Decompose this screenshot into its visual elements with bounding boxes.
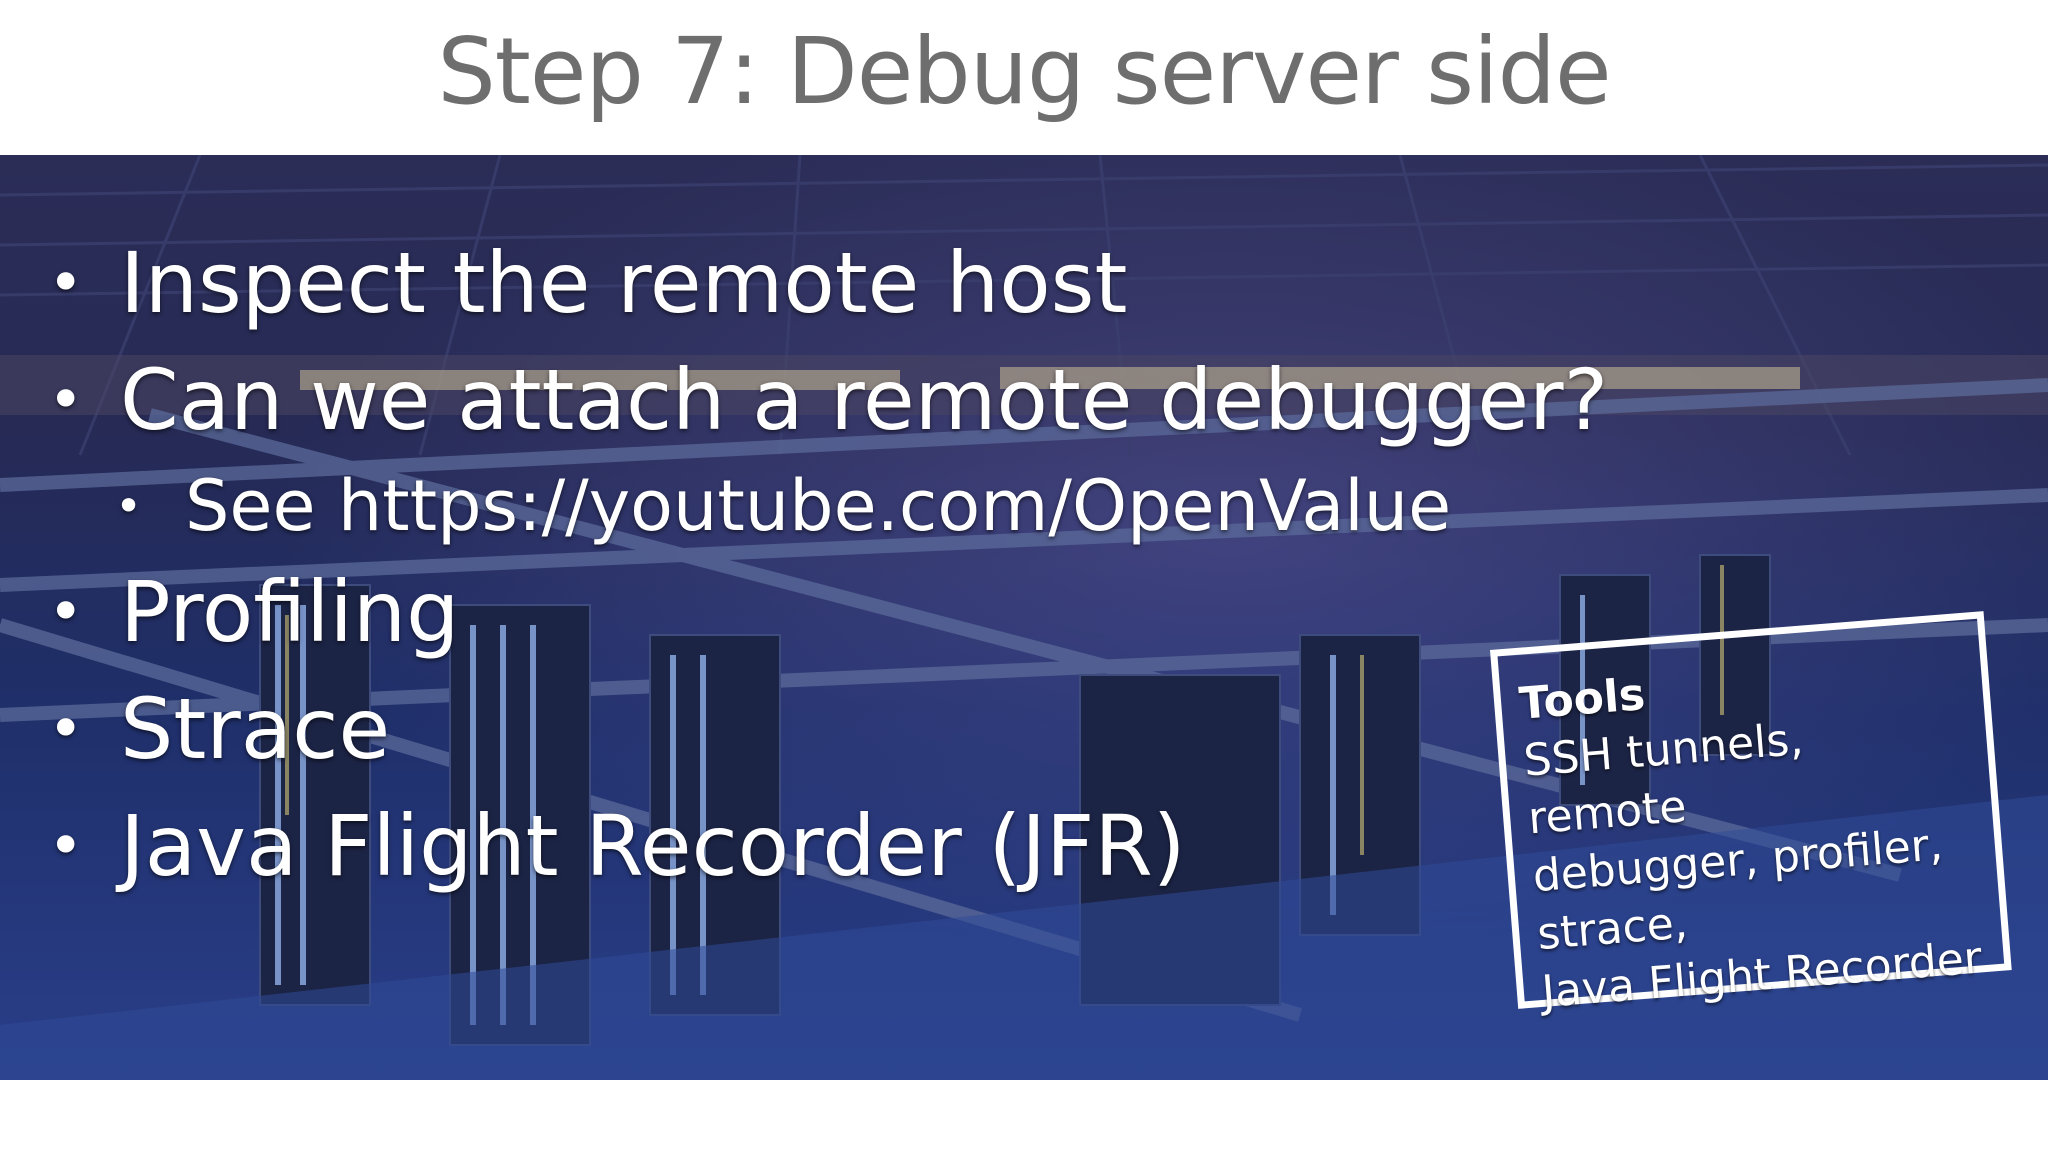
bullet-dot: •: [48, 365, 84, 435]
bullet-text: Java Flight Recorder (JFR): [120, 797, 1186, 895]
bullet-dot: •: [48, 577, 84, 647]
bullet-list: • Inspect the remote host • Can we attac…: [0, 225, 1608, 905]
bullet-item: • Inspect the remote host: [0, 225, 1600, 342]
sub-bullet-item: • See https://youtube.com/OpenValue: [0, 459, 1600, 554]
bullet-item: • Profiling: [0, 554, 1600, 671]
bullet-text: Inspect the remote host: [120, 234, 1128, 332]
bullet-link-text: See https://youtube.com/OpenValue: [185, 465, 1452, 547]
bullet-dot: •: [115, 479, 143, 533]
bullet-item: • Can we attach a remote debugger?: [0, 342, 1608, 459]
bullet-dot: •: [48, 694, 84, 764]
bullet-text: Strace: [120, 680, 391, 778]
bullet-dot: •: [48, 248, 84, 318]
bottom-margin: [0, 1080, 2048, 1152]
tools-callout-box: Tools SSH tunnels, remote debugger, prof…: [1490, 611, 2012, 1018]
datacenter-illustration: [0, 155, 2048, 1080]
bullet-item: • Strace: [0, 671, 1600, 788]
tools-text: SSH tunnels, remote debugger, profiler, …: [1521, 713, 1984, 1018]
bullet-text: Can we attach a remote debugger?: [120, 351, 1609, 449]
background-photo: [0, 155, 2048, 1080]
bullet-dot: •: [48, 811, 84, 881]
bullet-item: • Java Flight Recorder (JFR): [0, 788, 1600, 905]
bullet-text: Profiling: [120, 563, 460, 661]
slide-title: Step 7: Debug server side: [437, 18, 1611, 125]
